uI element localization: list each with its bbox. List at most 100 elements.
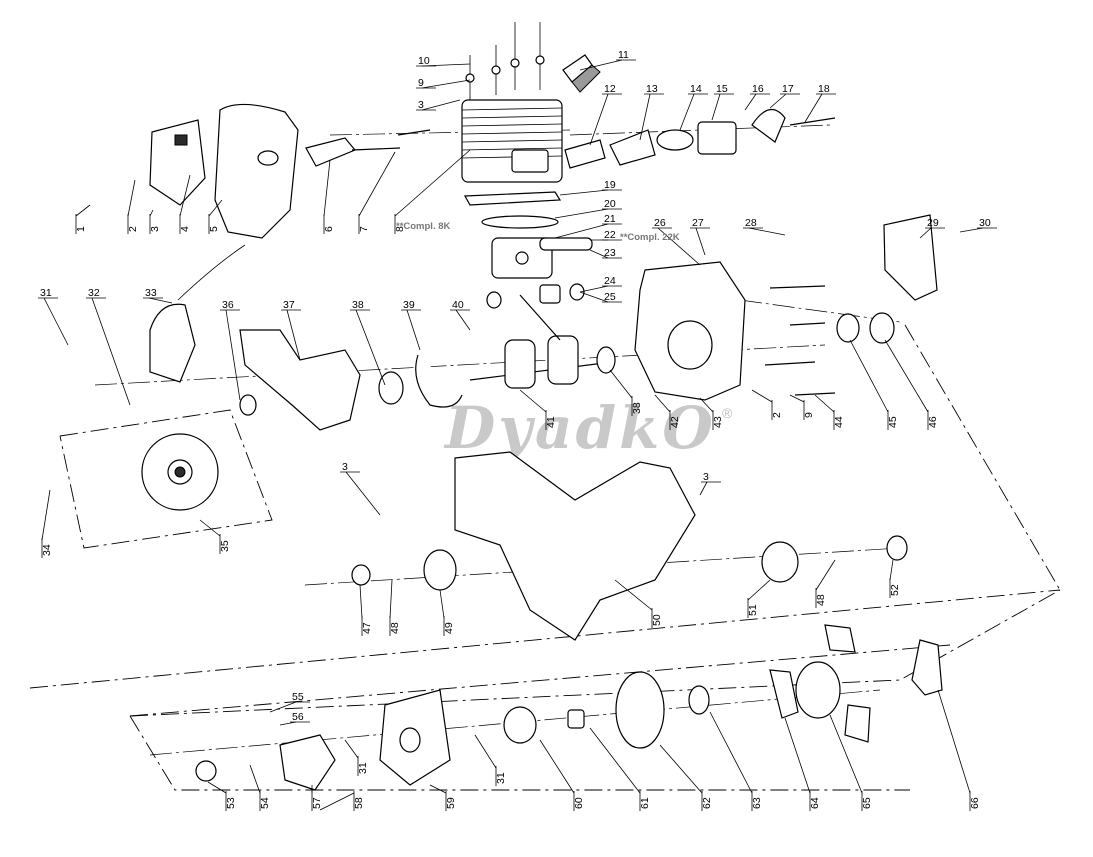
plate-hole [399,727,421,753]
part-callout-number: 30 [979,217,991,229]
part-callout-number: 63 [751,797,763,809]
callout-leader [744,93,757,111]
crankshaft [469,294,613,389]
callout-leader [804,93,823,123]
callout-leader [829,714,863,794]
callout-leader [394,149,471,217]
carb-axis-line [569,124,831,136]
needle-bearing-25 [539,284,561,304]
callout-leader [421,79,471,89]
clutch-shoe-64 [769,669,799,719]
part-callout-number: 31 [40,287,52,299]
callout-leader [127,179,136,217]
part-callout-number: 59 [445,797,457,809]
part-callout-number: 56 [292,711,304,723]
callout-leader [208,199,223,217]
part-callout-number: 19 [604,179,616,191]
part-callout-number: 9 [418,77,424,89]
part-callout-number: 18 [818,83,830,95]
callout-leader [815,559,836,591]
part-callout-number: 44 [833,416,845,428]
part-callout-number: 46 [927,416,939,428]
part-callout-number: 31 [495,772,507,784]
part-callout-number: 52 [889,584,901,596]
callout-leader [937,689,971,794]
callout-leader [579,285,609,293]
clutch-shoe-upper [824,624,856,653]
callout-leader [358,151,396,217]
callout-leader [659,744,703,794]
callout-leader [695,227,706,256]
cylinder-bolts [465,22,545,100]
callout-leader [849,339,889,413]
callout-leader [614,579,653,611]
lower-assembly-boundary [29,589,1061,689]
clutch-spring-65 [795,661,841,719]
callout-leader [269,701,297,713]
callout-leader [959,227,984,233]
callout-leader [589,249,609,259]
bearing-61 [567,709,585,729]
part-callout-number: 22 [604,229,616,241]
callout-leader [699,397,714,413]
callout-leader [439,589,445,619]
callout-leader [884,339,929,413]
part-callout-number: 39 [403,299,415,311]
cover-slot [174,134,188,146]
callout-leader [149,209,154,217]
callout-leader [609,369,633,399]
part-callout-number: 5 [208,226,220,232]
part-callout-number: 15 [716,83,728,95]
callout-leader [421,99,461,111]
callout-leader [554,208,609,219]
seal-38b [596,346,616,374]
bearing-24 [486,291,502,309]
washer-46 [869,312,895,344]
callout-leader [455,309,471,331]
part-callout-number: 3 [703,471,709,483]
callout-leader [769,93,787,109]
callout-leader [519,389,547,413]
part-callout-number: 38 [631,402,643,414]
cylinder-gasket [464,191,562,206]
callout-leader [654,394,671,413]
crankcase-base-50 [454,451,696,641]
part-callout-number: 24 [604,275,616,287]
clutch-drum-62 [615,671,665,749]
part-callout-number: 36 [222,299,234,311]
bearing-36 [239,394,257,416]
intake-gasket [305,137,356,167]
callout-leader [41,489,51,541]
part-callout-number: 48 [815,594,827,606]
callout-leader [589,93,609,146]
part-callout-number: 41 [545,416,557,428]
part-callout-number: 14 [690,83,702,95]
stud-18 [789,117,836,126]
callout-leader [579,291,609,303]
part-callout-number: 23 [604,247,616,259]
callout-leader [389,579,393,619]
part-callout-number: 29 [927,217,939,229]
part-callout-number: 45 [887,416,899,428]
part-callout-number: 50 [651,614,663,626]
callout-leader [319,792,355,811]
callout-leader [814,394,835,413]
part-callout-number: 33 [145,287,157,299]
part-callout-number: 4 [179,226,191,232]
callout-leader [345,471,381,516]
washer-47 [351,564,371,586]
anti-vibration-51 [761,541,799,583]
part-callout-number: 60 [573,797,585,809]
part-callout-number: 3 [418,99,424,111]
cylinder [461,99,563,183]
callout-leader [539,739,575,794]
part-callout-number: 65 [861,797,873,809]
part-callout-number: 43 [712,416,724,428]
manifold-13 [609,129,656,166]
part-callout-number: 54 [259,797,271,809]
part-callout-number: 7 [358,226,370,232]
callout-leader [344,739,359,759]
part-callout-number: 40 [452,299,464,311]
part-callout-number: 3 [149,226,161,232]
